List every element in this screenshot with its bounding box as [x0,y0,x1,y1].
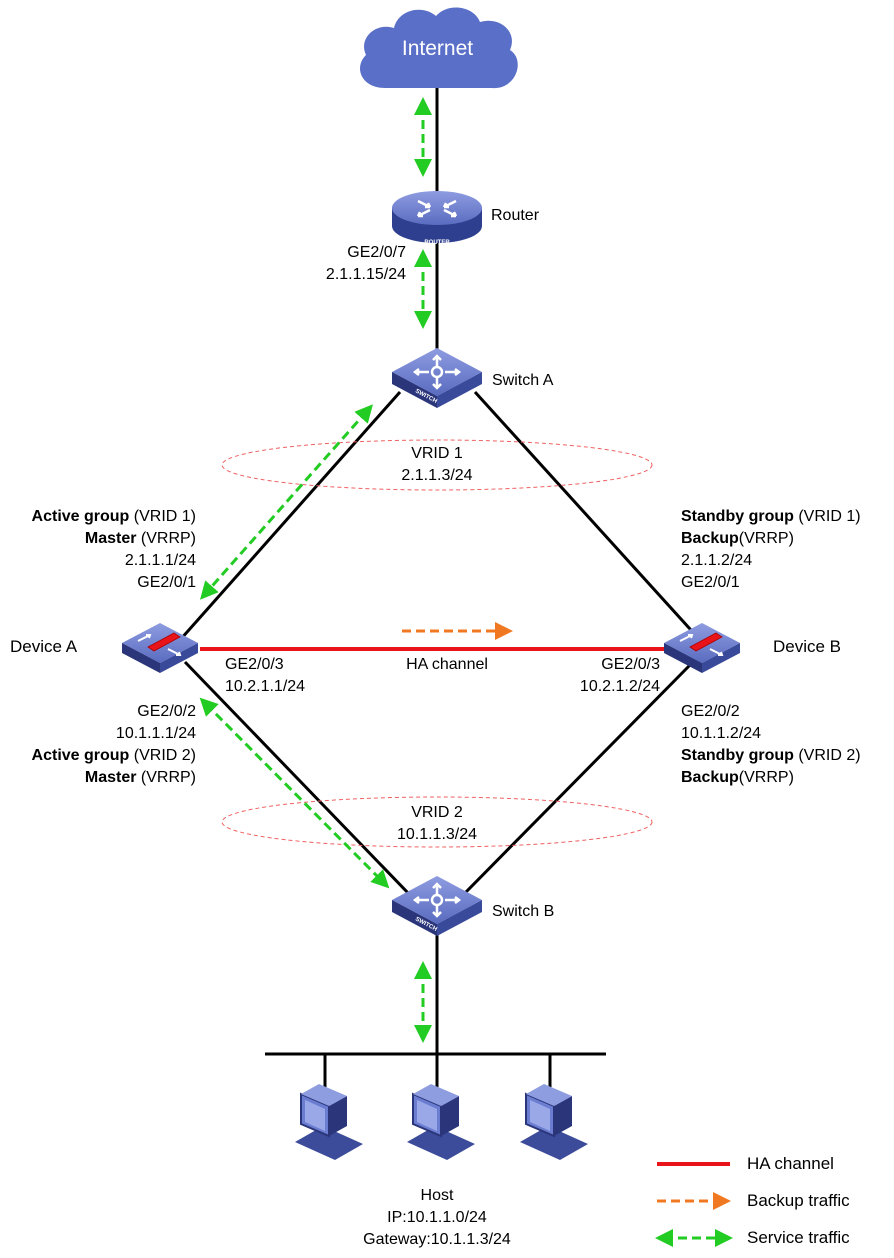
link-device-b-switch-b [463,663,692,895]
link-switch-a-device-b [473,390,702,642]
device-b-firewall-icon [664,623,740,673]
device-b-vrid2-group-name: Standby group [681,747,794,764]
svg-text:ROUTER: ROUTER [424,240,450,246]
legend-service-traffic-label: Service traffic [747,1228,850,1247]
internet-label: Internet [401,37,474,60]
host-pc-icon-1 [295,1084,363,1160]
device-a-vrid2-role: Master (VRRP) [0,768,196,788]
device-b-vrid1-role-suffix: (VRRP) [738,530,794,547]
host-gateway-label: Gateway:10.1.1.3/24 [363,1231,511,1248]
host-label: Host [420,1187,454,1204]
device-a-vrid1-group-name: Active group [31,508,130,525]
device-b-vrid2-role-suffix: (VRRP) [738,769,794,786]
switch-a-icon: SWITCH [392,348,482,408]
device-a-label: Device A [10,637,78,656]
device-a-vrid1-port: GE2/0/1 [137,574,196,591]
device-a-ha-port: GE2/0/3 [225,656,284,673]
device-a-vrid2-group: Active group (VRID 2) [0,746,196,766]
device-b-vrid1-group-suffix: (VRID 1) [793,508,861,525]
device-a-vrid2-group-name: Active group [31,747,130,764]
device-a-vrid1-role-suffix: (VRRP) [136,530,196,547]
device-b-ha-ip: 10.2.1.2/24 [579,678,660,695]
vrid2-ellipse [221,796,653,848]
service-arrow-switch-a-device-a [200,404,373,600]
link-switch-a-device-a [178,391,402,641]
host-ip-label: IP:10.1.1.0/24 [387,1209,487,1226]
device-b-vrid2-group-suffix: (VRID 2) [793,747,861,764]
vrid2-ip: 10.1.1.3/24 [396,826,478,843]
device-a-vrid1-role: Master (VRRP) [0,529,196,549]
device-b-vrid2-ip: 10.1.1.2/24 [681,725,762,742]
device-b-vrid1-group-name: Standby group [681,508,794,525]
router-icon: ROUTER [392,191,482,246]
internet-cloud-icon [360,7,518,89]
vrid1-title: VRID 1 [411,445,463,462]
host-pc-icon-3 [520,1084,588,1160]
service-arrow-device-a-switch-b [199,697,390,889]
device-a-vrid2-port: GE2/0/2 [137,703,196,720]
vrid1-ellipse [221,439,653,491]
traffic-arrows [199,97,513,1043]
switch-a-label: Switch A [492,372,554,389]
device-b-vrid2-role: Backup(VRRP) [681,768,794,788]
device-b-vrid1-role: Backup(VRRP) [681,529,794,549]
router-label: Router [491,207,540,224]
device-b-vrid1-role-name: Backup [681,530,739,547]
device-a-vrid1-role-name: Master [84,530,137,547]
device-b-label: Device B [773,637,842,656]
device-a-vrid2-ip: 10.1.1.1/24 [115,725,196,742]
device-a-vrid1-group-suffix: (VRID 1) [129,508,196,525]
vrid1-ip: 2.1.1.3/24 [401,467,473,484]
device-a-vrid2-role-suffix: (VRRP) [136,769,196,786]
device-a-ha-ip: 10.2.1.1/24 [225,678,306,695]
device-a-vrid1-group: Active group (VRID 1) [0,507,196,527]
router-ip-label: 2.1.1.15/24 [325,266,406,283]
device-a-vrid2-group-suffix: (VRID 2) [129,747,196,764]
router-port-label: GE2/0/7 [347,244,406,261]
device-b-vrid2-group: Standby group (VRID 2) [681,746,861,766]
ha-channel-label: HA channel [406,656,488,673]
device-b-vrid1-group: Standby group (VRID 1) [681,507,861,527]
device-b-vrid2-port: GE2/0/2 [681,703,740,720]
legend-graphics [655,1162,733,1247]
switch-b-label: Switch B [492,903,555,920]
device-b-vrid1-port: GE2/0/1 [681,574,740,591]
device-b-ha-port: GE2/0/3 [601,656,660,673]
legend-ha-channel-label: HA channel [747,1154,834,1173]
vrid2-title: VRID 2 [411,804,463,821]
host-pc-icon-2 [407,1084,475,1160]
device-a-firewall-icon [122,623,198,673]
switch-b-icon: SWITCH [392,876,482,936]
device-a-vrid1-ip: 2.1.1.1/24 [124,552,196,569]
device-b-vrid1-ip: 2.1.1.2/24 [681,552,753,569]
device-a-vrid2-role-name: Master [84,769,137,786]
device-b-vrid2-role-name: Backup [681,769,739,786]
legend-backup-traffic-label: Backup traffic [747,1191,850,1210]
